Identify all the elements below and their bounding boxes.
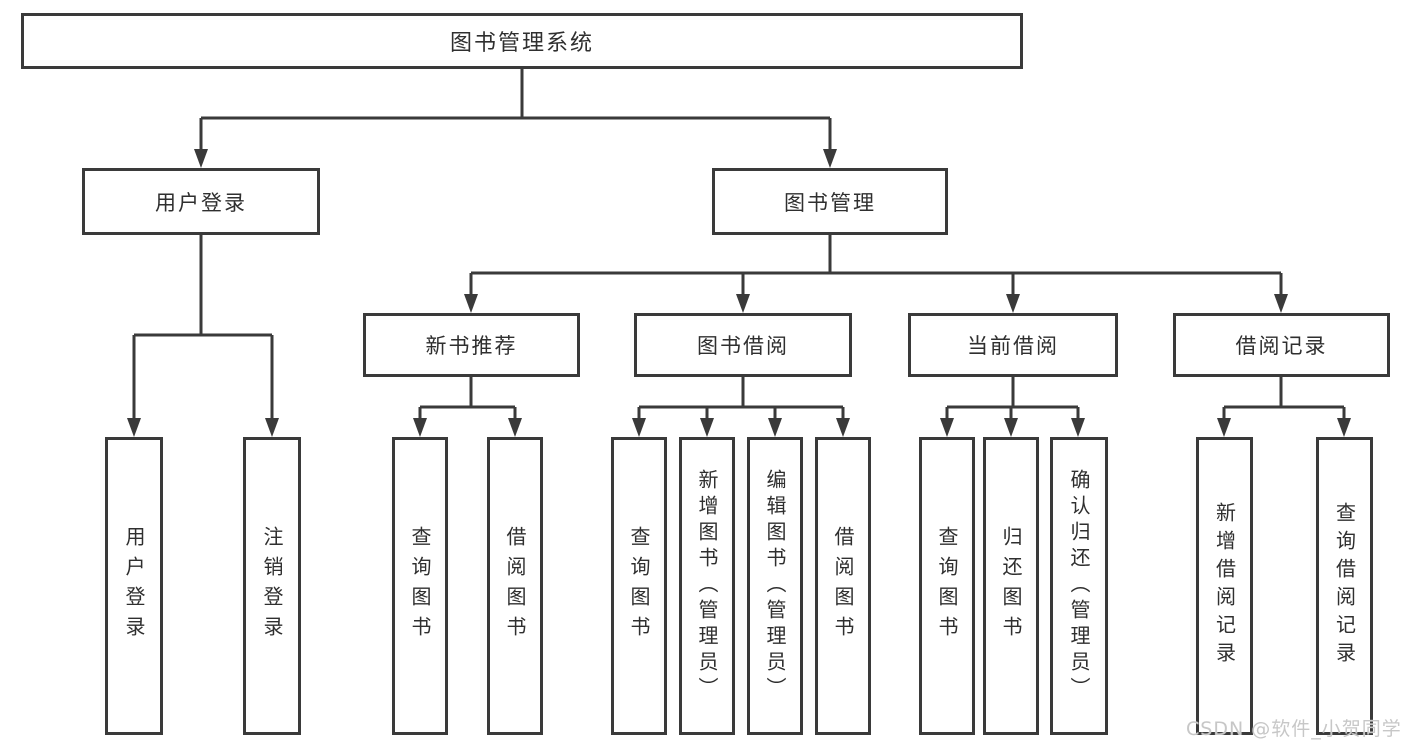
leaf-query-borrow-record-label: 查询借阅记录 <box>1332 502 1357 670</box>
node-book-borrowing: 图书借阅 <box>634 313 852 377</box>
node-book-management: 图书管理 <box>712 168 948 235</box>
leaf-logout: 注销登录 <box>243 437 301 735</box>
connector-user-login-to-leaves <box>127 235 279 437</box>
node-library-management-system: 图书管理系统 <box>21 13 1023 69</box>
leaf-query-books-1: 查询图书 <box>392 437 448 735</box>
leaf-query-books-2: 查询图书 <box>611 437 667 735</box>
leaf-query-books-1-label: 查询图书 <box>408 526 432 646</box>
leaf-query-books-3: 查询图书 <box>919 437 975 735</box>
leaf-add-books-admin-label: 新增图书（管理员） <box>695 469 719 703</box>
leaf-user-login-label: 用户登录 <box>122 526 146 646</box>
connector-current-borrow-to-leaves <box>940 377 1085 437</box>
connector-new-books-to-leaves <box>413 377 522 437</box>
leaf-query-borrow-record: 查询借阅记录 <box>1316 437 1373 735</box>
leaf-user-login: 用户登录 <box>105 437 163 735</box>
leaf-add-borrow-record-label: 新增借阅记录 <box>1212 502 1237 670</box>
leaf-return-books: 归还图书 <box>983 437 1039 735</box>
leaf-borrow-books-2: 借阅图书 <box>815 437 871 735</box>
connector-book-borrow-to-leaves <box>632 377 850 437</box>
node-user-login: 用户登录 <box>82 168 320 235</box>
node-new-book-recommend: 新书推荐 <box>363 313 580 377</box>
connector-borrow-records-to-leaves <box>1217 377 1351 437</box>
leaf-edit-books-admin: 编辑图书（管理员） <box>747 437 803 735</box>
leaf-add-borrow-record: 新增借阅记录 <box>1196 437 1253 735</box>
leaf-query-books-2-label: 查询图书 <box>627 526 651 646</box>
leaf-query-books-3-label: 查询图书 <box>935 526 959 646</box>
connector-book-mgmt-to-level2 <box>464 235 1288 313</box>
leaf-return-books-label: 归还图书 <box>999 526 1023 646</box>
connector-root-to-level1 <box>194 69 837 168</box>
leaf-add-books-admin: 新增图书（管理员） <box>679 437 735 735</box>
leaf-borrow-books-2-label: 借阅图书 <box>831 526 855 646</box>
leaf-borrow-books-1: 借阅图书 <box>487 437 543 735</box>
node-borrow-records: 借阅记录 <box>1173 313 1390 377</box>
leaf-confirm-return-admin-label: 确认归还（管理员） <box>1067 469 1091 703</box>
leaf-edit-books-admin-label: 编辑图书（管理员） <box>763 469 787 703</box>
leaf-confirm-return-admin: 确认归还（管理员） <box>1050 437 1108 735</box>
leaf-borrow-books-1-label: 借阅图书 <box>503 526 527 646</box>
node-current-borrowing: 当前借阅 <box>908 313 1118 377</box>
leaf-logout-label: 注销登录 <box>260 526 284 646</box>
